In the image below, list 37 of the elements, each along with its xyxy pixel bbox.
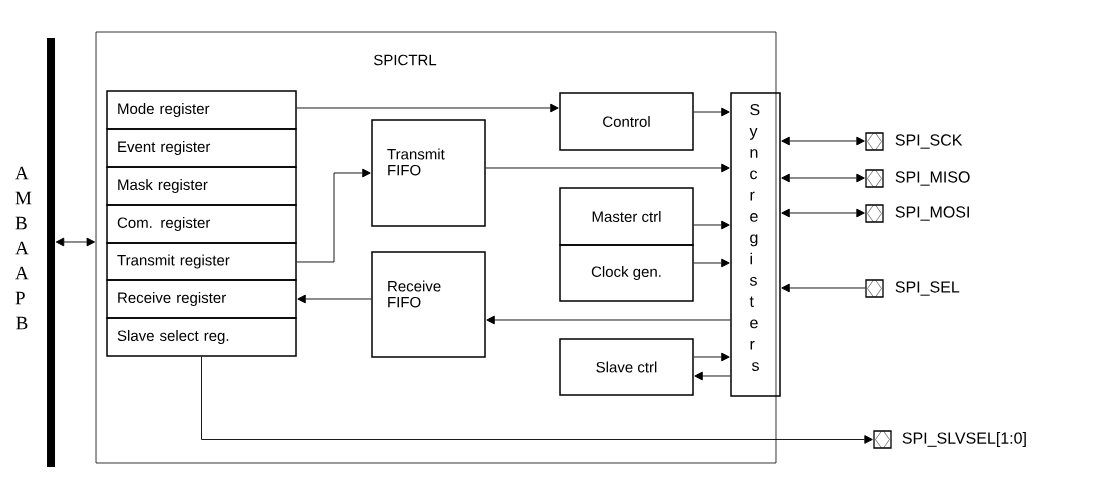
connector-arrow [297,294,372,304]
connector-arrow [55,237,96,247]
bus-label: AMBA APB [15,166,32,330]
connector-arrow [693,258,730,268]
function-box: Control [559,92,694,151]
register-cell: Receive register [106,279,297,319]
connector-arrow [781,208,865,218]
connector-arrow [486,315,731,325]
register-cell: Transmit register [106,242,297,281]
connector-arrow [485,163,730,173]
function-box: Clock gen. [559,244,694,302]
pin-label: SPI_MISO [895,171,970,186]
connector-arrow [781,283,866,293]
connector-arrow [693,107,730,117]
connector-arrow [781,136,865,146]
connector-arrow [693,220,730,230]
connector-arrow [781,173,865,183]
pin-label: SPI_SLVSEL[1:0] [902,432,1026,447]
block-title: SPICTRL [374,54,437,66]
fifo-box: Receive FIFO [371,251,486,358]
pin-label: SPI_SEL [895,281,960,296]
register-cell: Slave select reg. [106,317,297,357]
function-box: Master ctrl [559,187,694,246]
connector-arrow [693,352,730,362]
pin-label: SPI_SCK [895,134,963,149]
function-box: Slave ctrl [559,338,694,396]
register-cell: Event register [106,128,297,168]
connector-arrow [296,168,371,263]
register-cell: Mode register [106,90,297,130]
register-cell: Mask register [106,166,297,206]
pin-label: SPI_MOSI [895,206,969,221]
register-cell: Com. register [106,204,297,244]
connector-arrow [296,103,559,113]
connector-arrow [694,371,731,381]
sync-register-box: Syncregisters [730,92,781,397]
fifo-box: Transmit FIFO [371,119,486,227]
connector-arrow [201,356,873,444]
